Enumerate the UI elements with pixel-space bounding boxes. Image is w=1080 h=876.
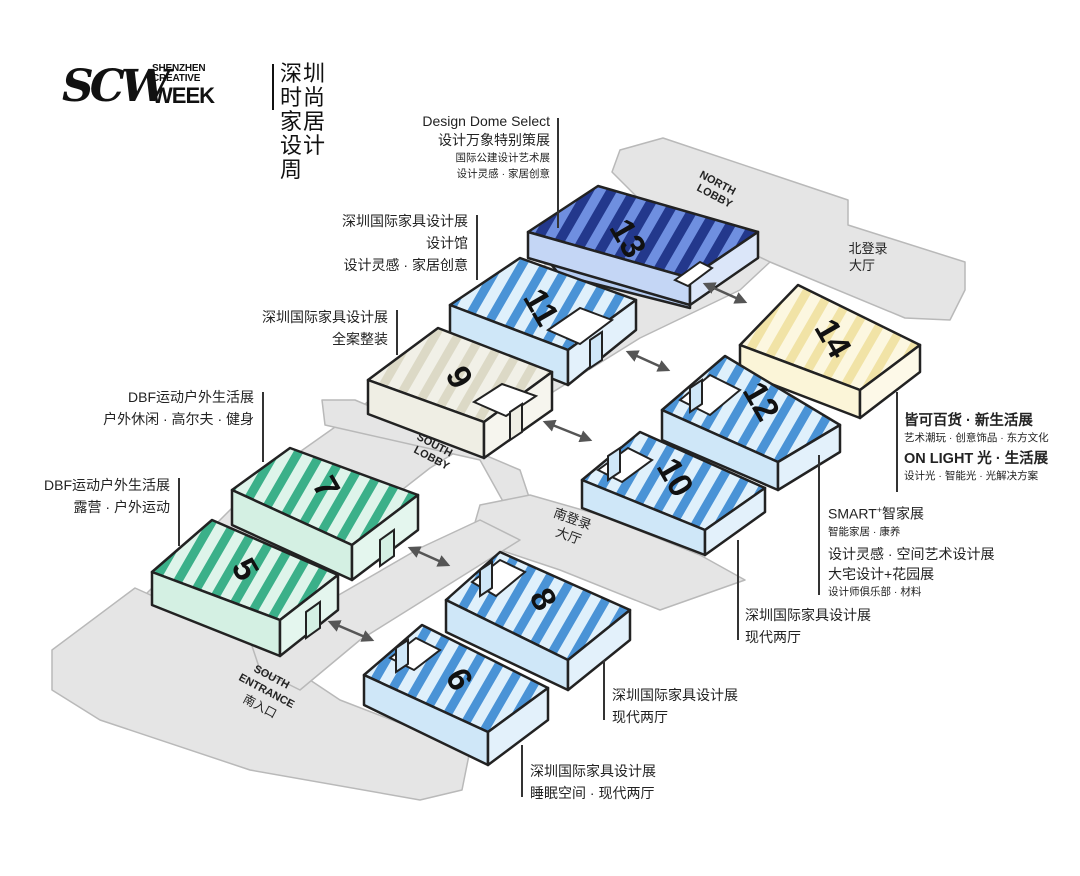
label-12-line4: 大宅设计+花园展: [828, 565, 935, 582]
label-12-plus: +: [876, 505, 883, 515]
hall-11[interactable]: 11: [448, 256, 638, 387]
label-9-line2: 全案整装: [332, 331, 388, 347]
leader-line-5: [178, 478, 180, 546]
label-hall-12: SMART+智家展 智能家居 · 康养 设计灵感 · 空间艺术设计展 大宅设计+…: [828, 500, 994, 600]
label-12-zhijia: 智家展: [882, 505, 925, 522]
label-13-line2: 设计万象特别策展: [438, 132, 550, 148]
logo: SCW SHENZHEN CREATIVE WEEK 深圳时尚 家居设计周: [62, 61, 342, 182]
label-13-line1: Design Dome Select: [422, 113, 550, 129]
label-10-line2: 现代两厅: [745, 629, 801, 645]
logo-cn-line2: 家居设计周: [280, 109, 327, 182]
leader-line-10: [737, 540, 739, 640]
label-6-line1: 深圳国际家具设计展: [530, 763, 656, 779]
north-lobby-area: [611, 137, 966, 321]
label-hall-10: 深圳国际家具设计展 现代两厅: [745, 604, 871, 648]
hall-5[interactable]: 5: [150, 518, 340, 658]
label-5-line2: 露营 · 户外运动: [73, 499, 170, 515]
leader-line-6: [521, 745, 523, 797]
label-hall-6: 深圳国际家具设计展 睡眠空间 · 现代两厅: [530, 760, 656, 804]
label-hall-8: 深圳国际家具设计展 现代两厅: [612, 684, 738, 728]
label-11-line1: 深圳国际家具设计展: [342, 213, 468, 229]
leader-line-11: [476, 215, 478, 280]
leader-line-14: [896, 392, 898, 492]
logo-chinese: 深圳时尚 家居设计周: [280, 62, 342, 182]
label-11-line2: 设计馆: [426, 235, 468, 251]
logo-cn-line1: 深圳时尚: [280, 61, 327, 110]
label-11-line3: 设计灵感 · 家居创意: [343, 257, 468, 273]
logo-en-line2: CREATIVE: [152, 73, 201, 84]
label-14-line2: 艺术潮玩 · 创意饰品 · 东方文化: [904, 432, 1049, 444]
label-hall-5: DBF运动户外生活展 露营 · 户外运动: [10, 474, 170, 518]
label-13-line3: 国际公建设计艺术展: [455, 152, 551, 164]
arrow-9-10: [542, 419, 593, 443]
leader-line-7: [262, 392, 264, 462]
hall-6[interactable]: 6: [362, 623, 550, 767]
label-12-smart: SMART: [828, 505, 877, 522]
label-hall-13: Design Dome Select 设计万象特别策展 国际公建设计艺术展 设计…: [380, 112, 550, 182]
label-hall-9: 深圳国际家具设计展 全案整装: [220, 306, 388, 350]
label-13-line4: 设计灵感 · 家居创意: [456, 168, 550, 180]
logo-english: SHENZHEN CREATIVE WEEK: [152, 63, 215, 108]
hall-9[interactable]: 9: [366, 326, 554, 460]
arrow-5-6: [327, 620, 375, 642]
label-12-line1: SMART+智家展: [828, 500, 994, 524]
hall-12[interactable]: 12: [660, 354, 842, 492]
passage-arrows: [327, 282, 748, 642]
logo-en-line1: SHENZHEN: [152, 63, 206, 74]
label-12-line2: 智能家居 · 康养: [828, 525, 901, 538]
label-14-line4: 设计光 · 智能光 · 光解决方案: [904, 470, 1039, 482]
hall-10[interactable]: 10: [580, 430, 767, 557]
arrow-11-12: [625, 350, 671, 372]
north-hall-label-2: 大厅: [849, 258, 875, 273]
leader-line-9: [396, 310, 398, 355]
label-6-line2: 睡眠空间 · 现代两厅: [530, 785, 655, 801]
label-7-line2: 户外休闲 · 高尔夫 · 健身: [103, 411, 254, 427]
leader-line-12: [818, 455, 820, 595]
leader-line-8: [603, 660, 605, 720]
label-10-line1: 深圳国际家具设计展: [745, 607, 871, 623]
label-14-line1: 皆可百货 · 新生活展: [904, 413, 1033, 429]
north-hall-label-1: 北登录: [848, 241, 887, 256]
label-8-line1: 深圳国际家具设计展: [612, 687, 738, 703]
leader-line-13: [557, 118, 559, 228]
logo-en-line3: WEEK: [152, 83, 215, 108]
hall-14[interactable]: 14: [738, 283, 922, 420]
label-7-line1: DBF运动户外生活展: [128, 389, 254, 405]
lower-corridor: [249, 519, 521, 691]
label-5-line1: DBF运动户外生活展: [44, 477, 170, 493]
label-14-line3: ON LIGHT 光 · 生活展: [904, 451, 1049, 467]
label-9-line1: 深圳国际家具设计展: [262, 309, 388, 325]
label-hall-7: DBF运动户外生活展 户外休闲 · 高尔夫 · 健身: [72, 386, 254, 430]
hall-8[interactable]: 8: [444, 550, 632, 692]
label-12-line3: 设计灵感 · 空间艺术设计展: [828, 545, 995, 562]
logo-divider: [272, 64, 274, 110]
logo-mark: SCW: [62, 61, 170, 112]
arrow-13-14: [702, 282, 748, 304]
label-8-line2: 现代两厅: [612, 709, 668, 725]
label-12-line5: 设计师俱乐部 · 材料: [828, 585, 922, 598]
hall-7[interactable]: 7: [230, 446, 420, 582]
label-hall-14: 皆可百货 · 新生活展 艺术潮玩 · 创意饰品 · 东方文化 ON LIGHT …: [904, 412, 1049, 484]
arrow-7-8: [407, 546, 451, 567]
label-hall-11: 深圳国际家具设计展 设计馆 设计灵感 · 家居创意: [300, 210, 468, 276]
